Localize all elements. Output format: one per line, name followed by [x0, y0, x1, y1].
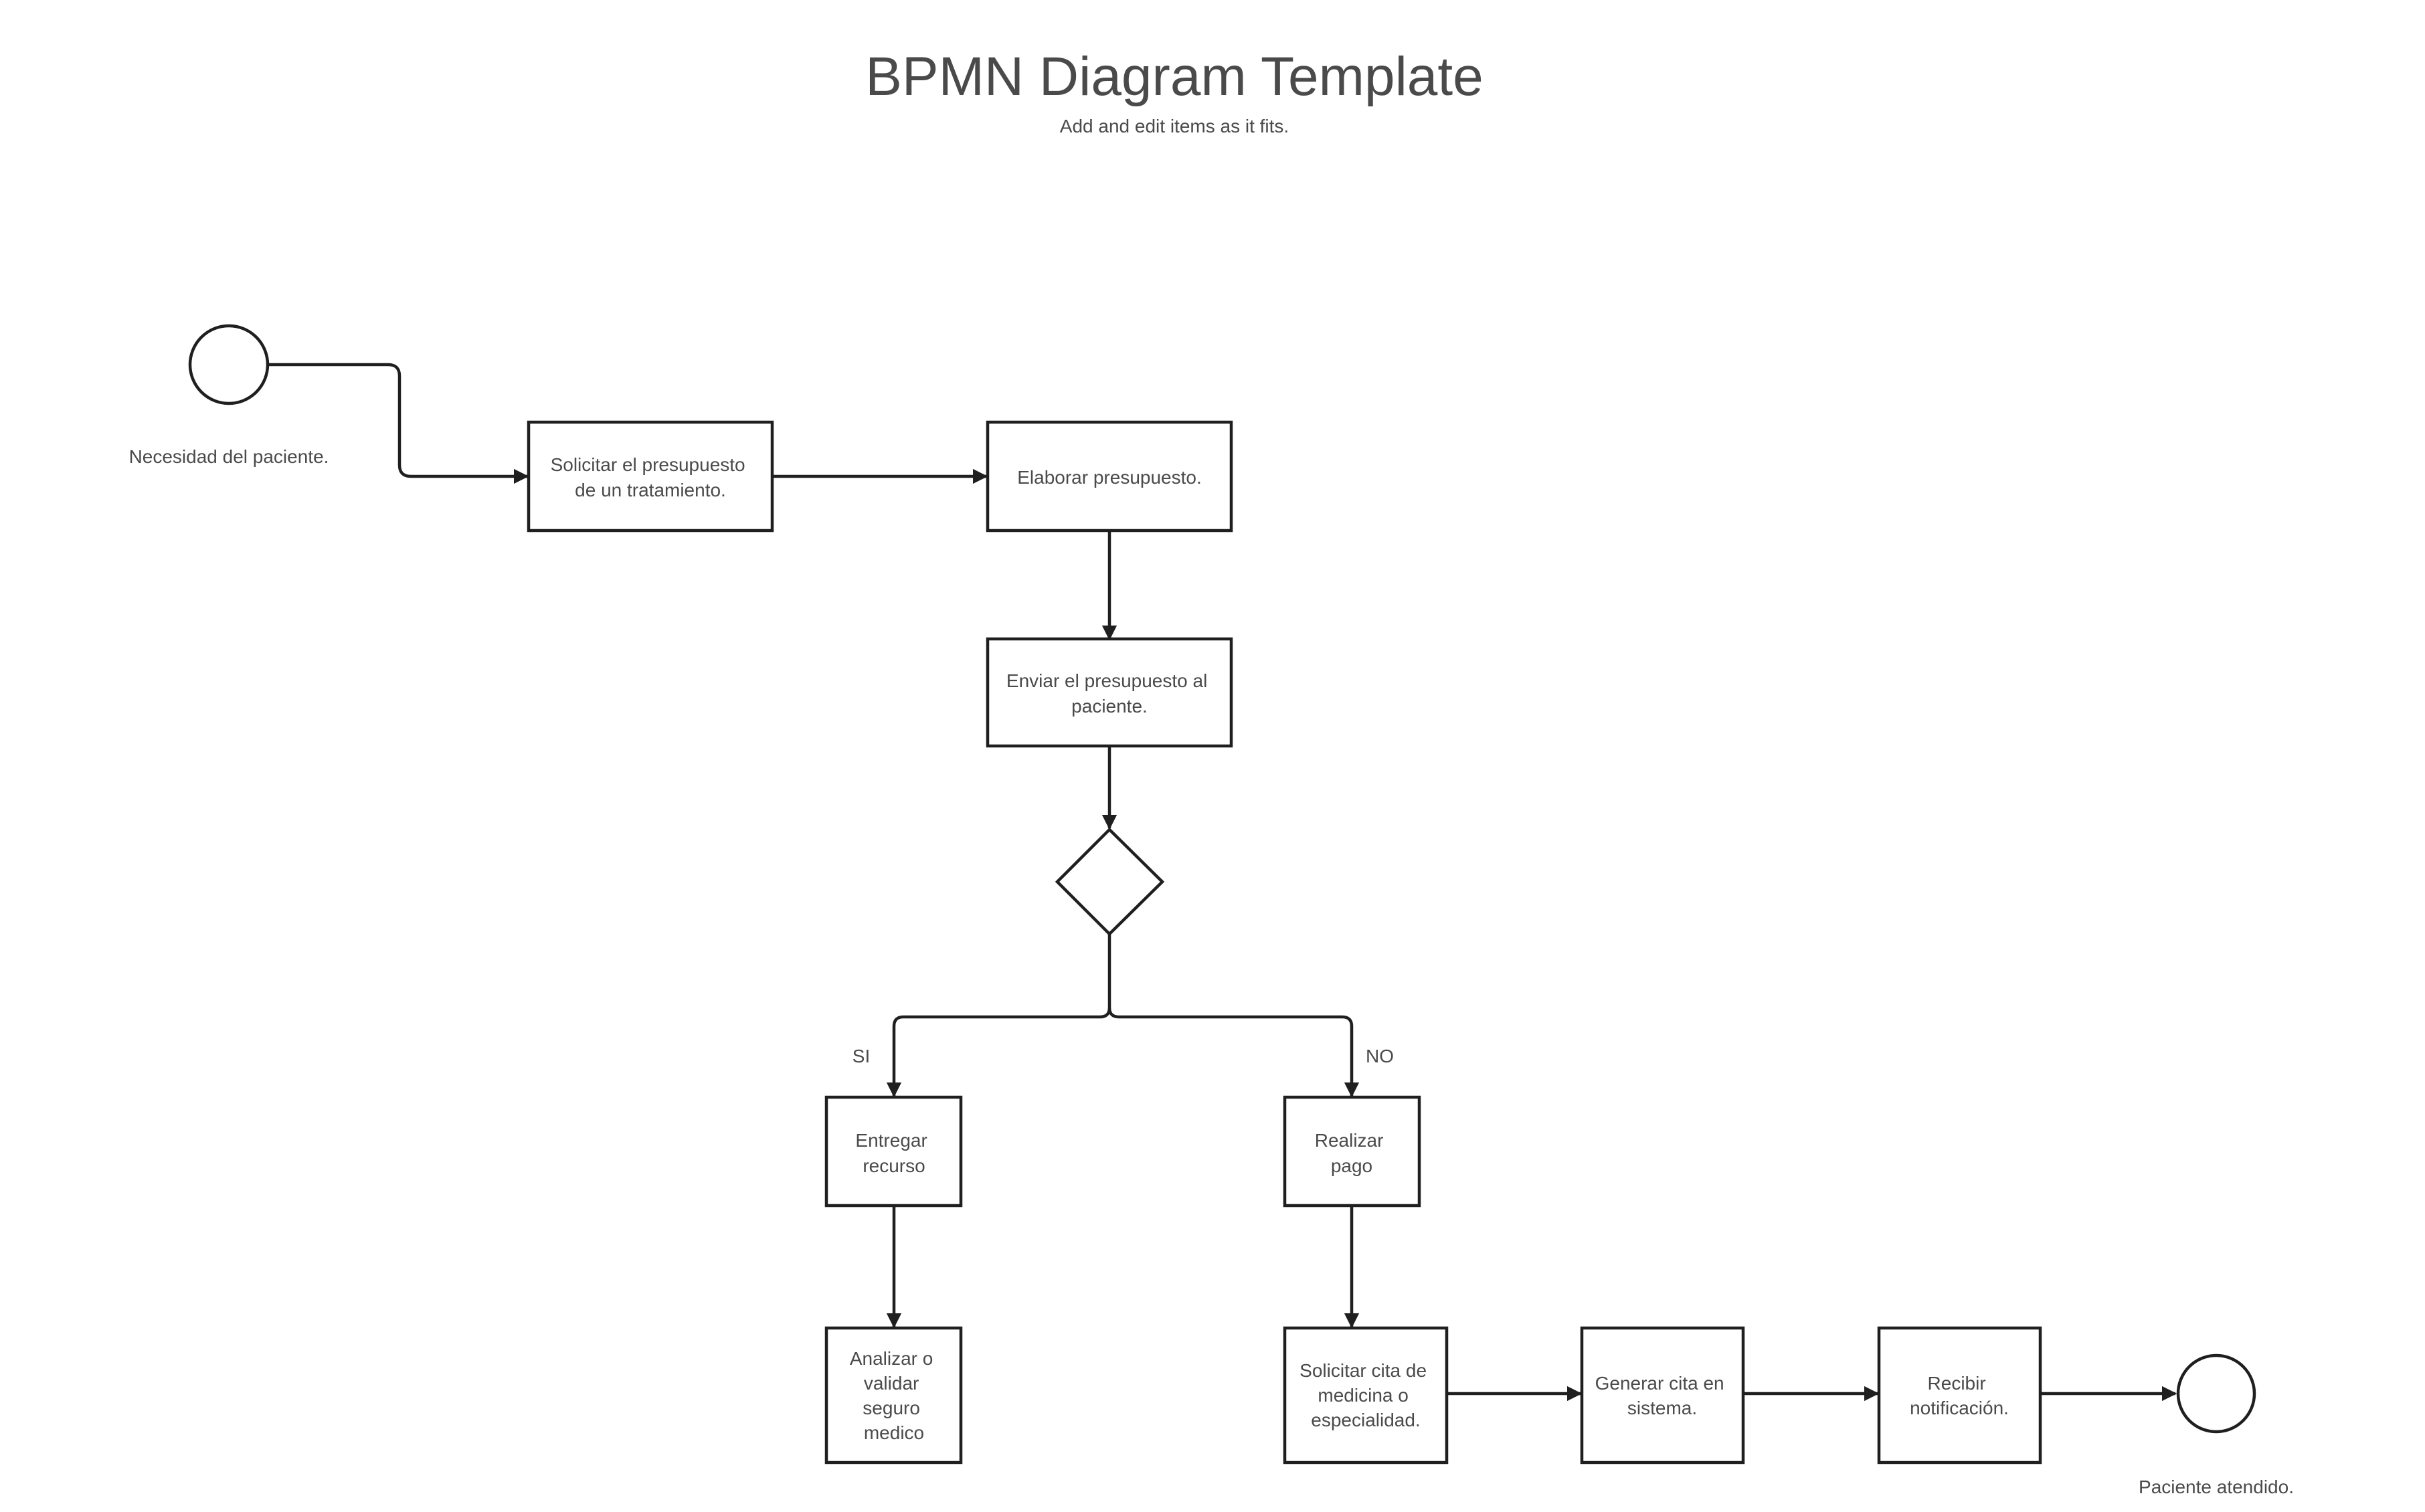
task-label: Analizar o validar seguro medico [850, 1348, 938, 1443]
task-analizar-seguro[interactable]: Analizar o validar seguro medico [824, 1326, 963, 1464]
gateway-yes-label: SI [852, 1046, 870, 1066]
task-label: Recibir notificación. [1910, 1373, 2009, 1418]
task-entregar-recurso[interactable]: Entregar recurso [824, 1095, 963, 1208]
task-enviar-presupuesto[interactable]: Enviar el presupuesto al paciente. [986, 637, 1233, 748]
task-label: Realizar pago [1315, 1130, 1388, 1176]
task-label: Generar cita en sistema. [1595, 1373, 1730, 1418]
task-generar-cita[interactable]: Generar cita en sistema. [1580, 1326, 1745, 1464]
gateway-no-label: NO [1366, 1046, 1394, 1066]
start-event[interactable] [188, 324, 270, 405]
diagram-subtitle: Add and edit items as it fits. [1060, 116, 1289, 136]
exclusive-gateway[interactable] [1055, 827, 1165, 937]
diagram-title: BPMN Diagram Template [865, 46, 1484, 107]
flow-gateway-to-entregar[interactable] [886, 934, 1111, 1098]
flow-start-to-solicitar[interactable] [269, 363, 529, 484]
task-label: Entregar recurso [855, 1130, 932, 1176]
task-recibir-notificacion[interactable]: Recibir notificación. [1877, 1326, 2042, 1464]
end-event-label: Paciente atendido. [2139, 1477, 2294, 1497]
task-solicitar-cita[interactable]: Solicitar cita de medicina o especialida… [1283, 1326, 1449, 1464]
end-event[interactable] [2176, 1353, 2256, 1434]
task-label: Solicitar cita de medicina o especialida… [1299, 1360, 1432, 1430]
task-label: Elaborar presupuesto. [1017, 467, 1202, 488]
task-elaborar-presupuesto[interactable]: Elaborar presupuesto. [986, 420, 1233, 533]
task-label: Enviar el presupuesto al paciente. [1006, 670, 1212, 717]
sequence-flows [269, 363, 2177, 1402]
task-solicitar-presupuesto[interactable]: Solicitar el presupuesto de un tratamien… [527, 420, 774, 533]
start-event-label: Necesidad del paciente. [129, 446, 329, 467]
flow-gateway-to-pago[interactable] [1107, 1007, 1360, 1098]
task-label: Solicitar el presupuesto de un tratamien… [551, 454, 751, 500]
task-realizar-pago[interactable]: Realizar pago [1283, 1095, 1421, 1208]
